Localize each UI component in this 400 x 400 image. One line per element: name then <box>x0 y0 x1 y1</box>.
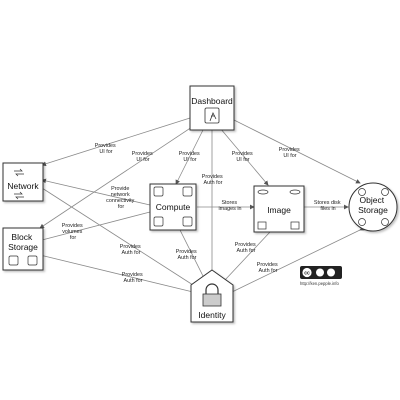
identity-label: Identity <box>198 310 226 320</box>
edge-label-network-connectivity: Provide network connectivity for <box>106 186 136 210</box>
edge-dashboard-network <box>41 117 191 167</box>
network-node: Network <box>2 162 44 202</box>
edge-block-identity <box>35 251 194 293</box>
edge-dashboard-image <box>219 127 269 186</box>
edge-label-ui-block: Provides UI for <box>132 151 154 163</box>
edge-dashboard-object <box>229 117 361 184</box>
edge-compute-identity <box>176 225 206 281</box>
edge-label-auth-compute: Provides Auth for <box>176 249 198 261</box>
edge-image-identity <box>224 227 275 281</box>
edge-label-auth-object: Provides Auth for <box>257 262 279 274</box>
server-icon <box>153 186 193 227</box>
block-storage-label: Block Storage <box>8 232 38 252</box>
edge-dashboard-block <box>39 124 196 229</box>
image-label: Image <box>267 205 291 215</box>
edge-label-block-volumes: Provides volumes for <box>62 223 84 241</box>
edge-label-object-stores: Stores disk files in <box>314 200 342 212</box>
edge-labels: Provides UI for Provides UI for Provides… <box>62 143 342 284</box>
block-storage-node: Block Storage <box>2 227 44 271</box>
identity-node: Identity <box>190 269 234 323</box>
image-node: Image <box>253 185 305 233</box>
storage-disc-icon <box>358 188 389 226</box>
dashboard-node: Dashboard <box>189 85 235 131</box>
network-switch-icon <box>14 168 24 200</box>
cc-license-badge: cc http://ken.pepple.info <box>300 266 342 286</box>
edge-label-image-stores: Stores images in <box>218 200 241 212</box>
network-label: Network <box>7 181 39 191</box>
edge-compute-network <box>41 178 151 206</box>
edge-object-identity <box>231 226 365 293</box>
edge-label-auth-dashboard: Provides Auth for <box>202 174 224 186</box>
edge-compute-block <box>41 208 155 241</box>
edges <box>35 117 365 293</box>
edge-dashboard-compute <box>175 127 205 185</box>
object-storage-label: Object Storage <box>358 195 388 215</box>
edge-label-ui-compute: Provides UI for <box>179 151 201 163</box>
edge-network-identity <box>37 183 194 286</box>
edge-label-ui-object: Provides UI for <box>279 147 301 159</box>
edge-label-auth-image: Provides Auth for <box>235 242 257 254</box>
database-icon <box>257 189 301 230</box>
lock-icon <box>202 283 222 307</box>
license-url: http://ken.pepple.info <box>300 281 340 286</box>
dashboard-icon <box>204 107 220 124</box>
object-storage-node: Object Storage <box>348 182 398 232</box>
compute-node: Compute <box>149 183 197 231</box>
svg-text:cc: cc <box>304 271 310 277</box>
edge-label-auth-block: Provides Auth for <box>122 272 144 284</box>
edge-label-ui-image: Provides UI for <box>232 151 254 163</box>
dashboard-label: Dashboard <box>191 96 233 106</box>
disk-icon <box>8 255 38 266</box>
edge-label-ui-network: Provides UI for <box>95 143 117 155</box>
compute-label: Compute <box>156 202 191 212</box>
edge-label-auth-network: Provides Auth for <box>120 244 142 256</box>
